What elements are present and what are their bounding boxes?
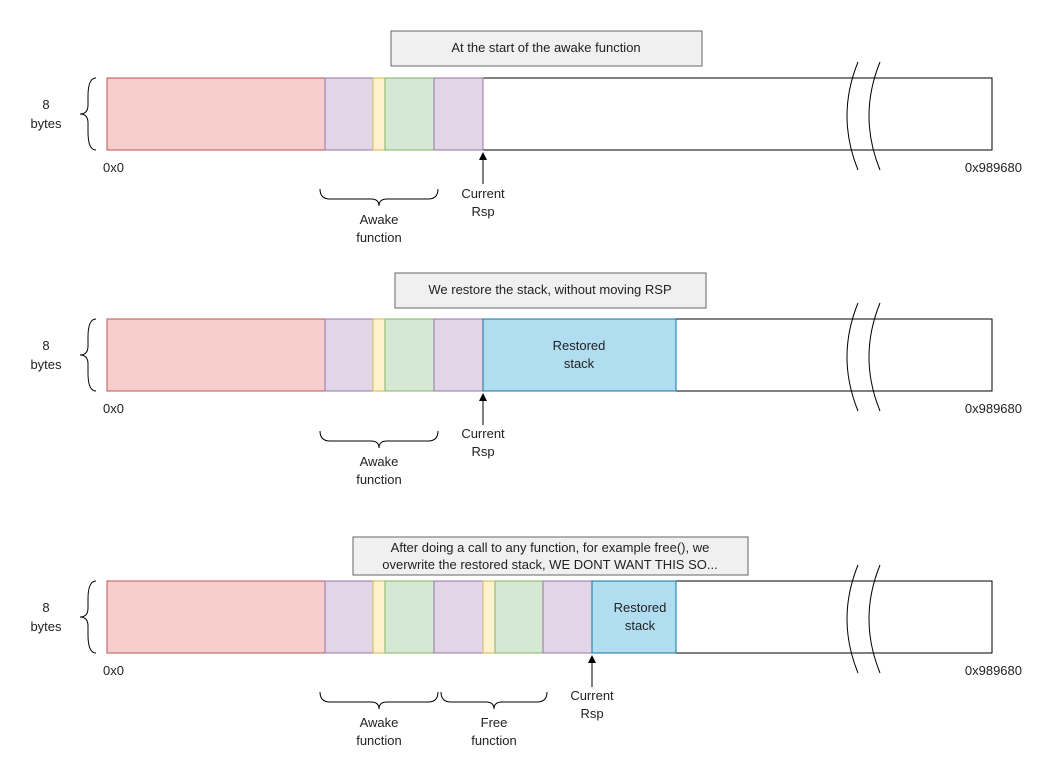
caption-text: At the start of the awake function: [451, 40, 640, 55]
awake-brace: [319, 691, 439, 710]
segment-purple: [542, 580, 593, 654]
panel-3: After doing a call to any function, for …: [30, 536, 1022, 748]
free-brace: [440, 691, 548, 710]
segment-red: [106, 77, 326, 151]
awake-brace: [319, 188, 439, 207]
caption-text: overwrite the restored stack, WE DONT WA…: [382, 557, 717, 572]
restored-stack-label: Restored: [614, 600, 667, 615]
caption-text: After doing a call to any function, for …: [391, 540, 710, 555]
break-mark: [846, 302, 881, 412]
segment-yellow: [372, 580, 386, 654]
awake-brace: [319, 430, 439, 449]
segment-purple: [433, 318, 484, 392]
size-brace: [79, 77, 97, 151]
segment-green: [384, 580, 435, 654]
awake-label: function: [356, 472, 402, 487]
caption-box: [352, 536, 749, 576]
address-end: 0x989680: [965, 160, 1022, 175]
segment-red: [106, 580, 326, 654]
address-start: 0x0: [103, 401, 124, 416]
segment-purple: [324, 318, 374, 392]
awake-label: function: [356, 733, 402, 748]
segment-green: [384, 77, 435, 151]
awake-label: function: [356, 230, 402, 245]
break-mark: [846, 564, 881, 674]
break-mark: [846, 61, 881, 171]
caption-box: [390, 30, 703, 67]
rsp-label: Current: [461, 426, 505, 441]
address-start: 0x0: [103, 160, 124, 175]
size-label: bytes: [30, 619, 62, 634]
segment-restored-stack: [482, 318, 677, 392]
address-end: 0x989680: [965, 663, 1022, 678]
free-label: Free: [481, 715, 508, 730]
panel-2: We restore the stack, without moving RSP…: [30, 272, 1022, 487]
rsp-label: Rsp: [471, 204, 494, 219]
segment-purple: [324, 77, 374, 151]
rsp-label: Rsp: [580, 706, 603, 721]
segment-red: [106, 318, 326, 392]
segment-restored-stack: [591, 580, 677, 654]
restored-stack-label: stack: [564, 356, 595, 371]
address-start: 0x0: [103, 663, 124, 678]
segment-purple: [433, 77, 484, 151]
size-brace: [79, 580, 97, 654]
segment-purple: [324, 580, 374, 654]
restored-stack-label: Restored: [553, 338, 606, 353]
awake-label: Awake: [360, 454, 399, 469]
rsp-label: Current: [570, 688, 614, 703]
size-label: 8: [42, 97, 49, 112]
size-label: bytes: [30, 116, 62, 131]
free-label: function: [471, 733, 517, 748]
segment-yellow: [372, 77, 386, 151]
segment-yellow: [482, 580, 496, 654]
caption-box: [394, 272, 707, 309]
segment-green: [494, 580, 544, 654]
panel-1: At the start of the awake function 8 byt…: [30, 30, 1022, 245]
size-label: 8: [42, 600, 49, 615]
address-end: 0x989680: [965, 401, 1022, 416]
caption-text: We restore the stack, without moving RSP: [428, 282, 671, 297]
restored-stack-label: stack: [625, 618, 656, 633]
size-brace: [79, 318, 97, 392]
awake-label: Awake: [360, 715, 399, 730]
size-label: 8: [42, 338, 49, 353]
segment-green: [384, 318, 435, 392]
segment-yellow: [372, 318, 386, 392]
segment-purple: [433, 580, 484, 654]
size-label: bytes: [30, 357, 62, 372]
rsp-label: Rsp: [471, 444, 494, 459]
rsp-label: Current: [461, 186, 505, 201]
awake-label: Awake: [360, 212, 399, 227]
